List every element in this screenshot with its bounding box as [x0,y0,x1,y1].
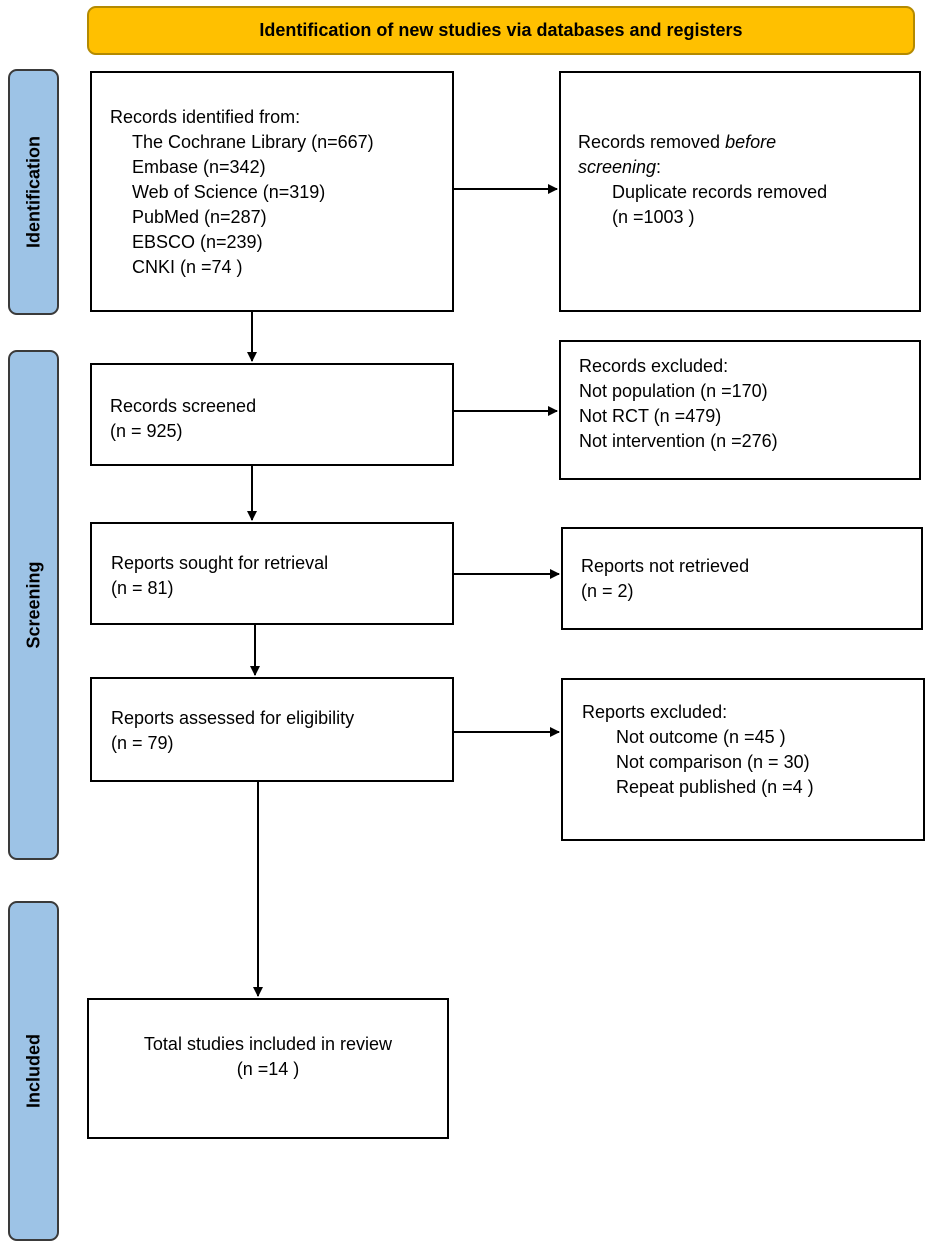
records-excluded-heading: Records excluded: [579,356,729,376]
source-web-of-science: Web of Science (n=319) [132,182,326,202]
reports-not-retrieved-box: Reports not retrieved (n = 2) [561,527,923,630]
reports-excluded-repeat: Repeat published (n =4 ) [616,777,814,797]
reports-assessed-box: Reports assessed for eligibility (n = 79… [90,677,454,782]
records-excluded-box: Records excluded: Not population (n =170… [559,340,921,480]
source-cnki: CNKI (n =74 ) [132,257,243,277]
records-removed-heading: Records removed before [578,132,777,152]
reports-sought-count: (n = 81) [111,578,174,598]
source-embase: Embase (n=342) [132,157,266,177]
source-ebsco: EBSCO (n=239) [132,232,263,252]
reports-sought-box: Reports sought for retrieval (n = 81) [90,522,454,625]
reports-assessed-label: Reports assessed for eligibility [111,708,355,728]
records-excluded-intervention: Not intervention (n =276) [579,431,778,451]
reports-excluded-heading: Reports excluded: [582,702,728,722]
reports-sought-label: Reports sought for retrieval [111,553,329,573]
reports-excluded-outcome: Not outcome (n =45 ) [616,727,786,747]
records-identified-box: Records identified from: The Cochrane Li… [90,71,454,312]
records-screened-label: Records screened [110,396,257,416]
records-excluded-rct: Not RCT (n =479) [579,406,722,426]
duplicates-removed-label: Duplicate records removed [612,182,828,202]
included-box: Total studies included in review (n =14 … [87,998,449,1139]
included-label: Total studies included in review [143,1034,393,1054]
reports-not-retrieved-count: (n = 2) [581,581,634,601]
records-screened-box: Records screened (n = 925) [90,363,454,466]
reports-assessed-count: (n = 79) [111,733,174,753]
records-screened-count: (n = 925) [110,421,183,441]
source-pubmed: PubMed (n=287) [132,207,267,227]
flow-header: Identification of new studies via databa… [87,6,915,55]
header-title: Identification of new studies via databa… [259,20,743,40]
records-excluded-population: Not population (n =170) [579,381,768,401]
phase-included: Included [8,901,59,1241]
included-count: (n =14 ) [236,1059,300,1079]
reports-excluded-box: Reports excluded: Not outcome (n =45 ) N… [561,678,925,841]
phase-screening: Screening [8,350,59,860]
source-cochrane: The Cochrane Library (n=667) [132,132,374,152]
reports-not-retrieved-label: Reports not retrieved [581,556,750,576]
reports-excluded-comparison: Not comparison (n = 30) [616,752,810,772]
records-identified-heading: Records identified from: [110,107,301,127]
records-removed-box: Records removed before screening: Duplic… [559,71,921,312]
duplicates-removed-count: (n =1003 ) [612,207,695,227]
records-removed-heading-cont: screening: [578,157,662,177]
phase-identification: Identification [8,69,59,315]
